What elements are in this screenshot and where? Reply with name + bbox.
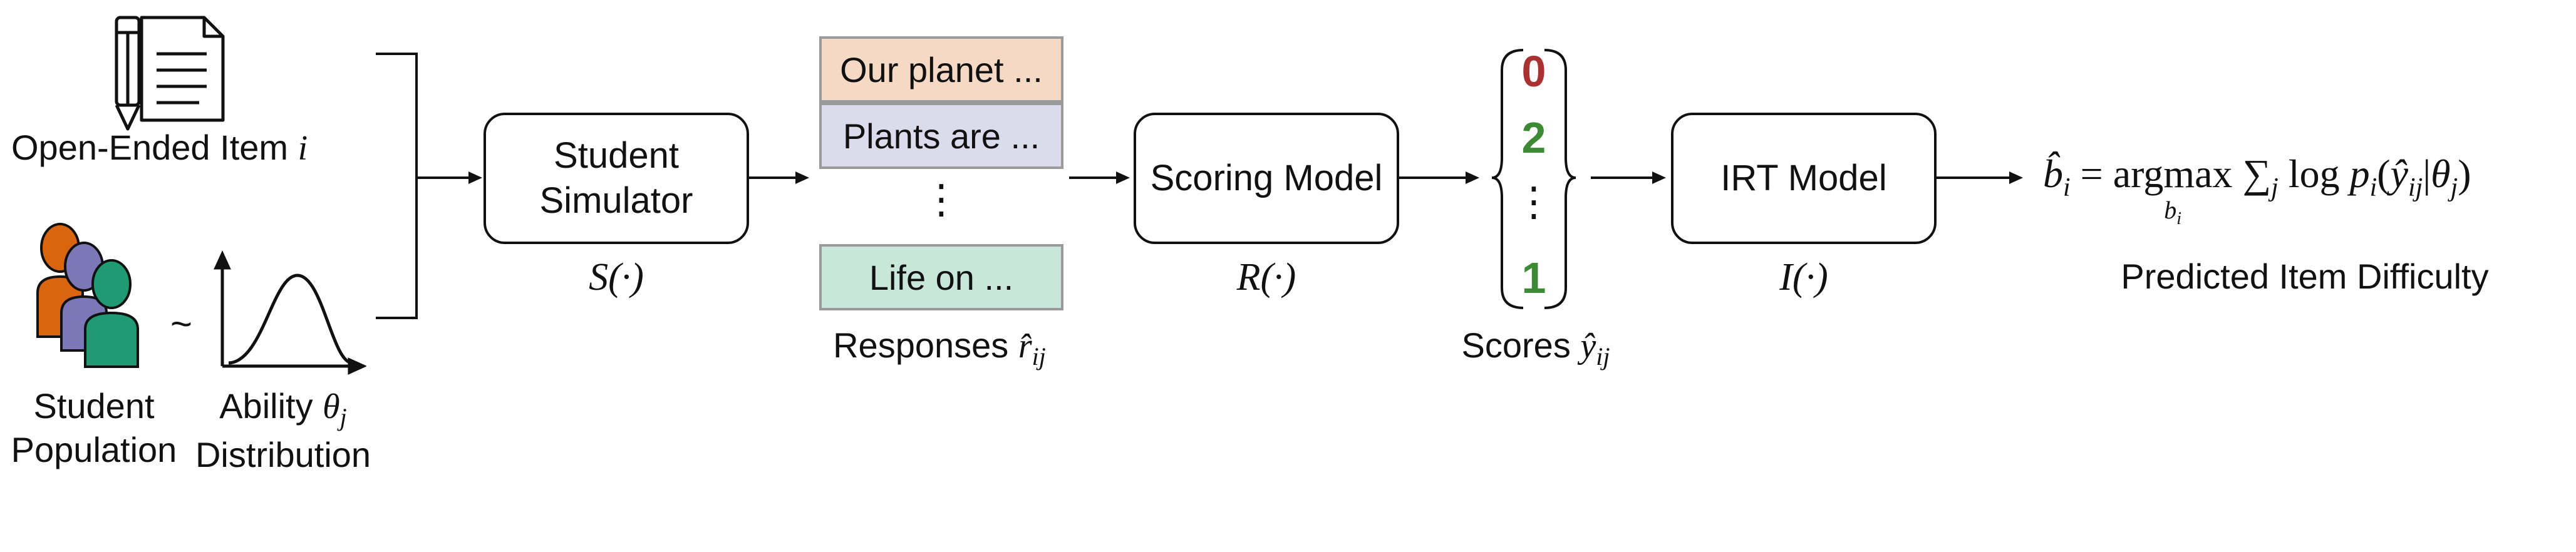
item-variable: i bbox=[297, 129, 308, 168]
formula-argmax: argmax bi bbox=[2113, 151, 2233, 228]
population-label-line2: Population bbox=[11, 430, 177, 469]
scoring-symbol: R(·) bbox=[1236, 256, 1296, 299]
simulator-label-line2: Simulator bbox=[539, 180, 693, 221]
student-simulator-box: Student Simulator bbox=[484, 113, 749, 244]
pencil-icon bbox=[115, 16, 141, 131]
formula-bar: | bbox=[2423, 151, 2431, 196]
formula-argmax-text: argmax bbox=[2113, 151, 2233, 196]
score-value-1: 0 bbox=[1521, 47, 1546, 96]
scoring-model-box: Scoring Model bbox=[1134, 113, 1399, 244]
predicted-difficulty-caption: Predicted Item Difficulty bbox=[2121, 257, 2489, 296]
formula-y-subscript: ij bbox=[2408, 173, 2423, 202]
response-text-2: Plants are ... bbox=[842, 116, 1040, 156]
responses-variable: r̂ bbox=[1018, 327, 1032, 365]
scores-variable-subscript: ij bbox=[1596, 342, 1610, 371]
responses-caption: Responses r̂ij bbox=[833, 328, 1046, 369]
formula-theta: θ bbox=[2431, 151, 2451, 196]
ability-variable: θ bbox=[323, 387, 340, 426]
scores-ellipsis: ⋮ bbox=[1514, 179, 1554, 224]
scores-brace-right bbox=[1544, 49, 1576, 309]
simulator-label-line1: Student bbox=[554, 135, 679, 176]
ability-distribution-icon bbox=[214, 250, 366, 375]
merge-bracket bbox=[376, 53, 418, 319]
irt-model-box: IRT Model bbox=[1671, 113, 1937, 244]
argmax-sub-i: i bbox=[2176, 209, 2182, 228]
response-box-1: Our planet ... bbox=[819, 36, 1063, 103]
scores-brace-left bbox=[1491, 49, 1524, 309]
open-ended-item-label: Open-Ended Item i bbox=[11, 130, 308, 166]
formula-b-hat: b̂ bbox=[2043, 151, 2063, 196]
scores-caption-text: Scores bbox=[1461, 325, 1571, 365]
irt-symbol: I(·) bbox=[1779, 256, 1828, 299]
simulator-symbol: S(·) bbox=[589, 256, 644, 299]
difficulty-formula: b̂i = argmax bi ∑j log pi(ŷij|θj) bbox=[2043, 151, 2471, 228]
responses-ellipsis: ⋮ bbox=[921, 176, 961, 222]
formula-argmax-subscript: bi bbox=[2164, 198, 2181, 228]
formula-b-subscript: i bbox=[2063, 173, 2071, 202]
score-value-3: 1 bbox=[1521, 253, 1546, 302]
formula-p-subscript: i bbox=[2369, 173, 2377, 202]
tilde-symbol: ~ bbox=[170, 303, 193, 345]
population-label-line1: Student bbox=[33, 386, 155, 426]
responses-variable-subscript: ij bbox=[1032, 342, 1046, 371]
ability-distribution-label: Ability θj Distribution bbox=[195, 384, 371, 477]
scores-caption: Scores ŷij bbox=[1462, 328, 1610, 369]
irt-model-label: IRT Model bbox=[1720, 157, 1887, 198]
formula-sum-subscript: j bbox=[2271, 173, 2279, 202]
formula-equals: = bbox=[2080, 151, 2103, 196]
score-value-2: 2 bbox=[1521, 113, 1546, 162]
formula-paren-open: ( bbox=[2377, 151, 2391, 196]
ability-variable-subscript: j bbox=[339, 403, 347, 432]
student-population-icon bbox=[36, 223, 139, 368]
response-text-3: Life on ... bbox=[869, 257, 1014, 297]
formula-y-hat: ŷ bbox=[2390, 151, 2408, 196]
responses-caption-text: Responses bbox=[833, 325, 1009, 365]
response-text-1: Our planet ... bbox=[840, 49, 1043, 89]
scores-variable: ŷ bbox=[1580, 327, 1596, 365]
formula-theta-subscript: j bbox=[2450, 173, 2458, 202]
ability-label-line1: Ability bbox=[219, 386, 313, 426]
formula-log: log bbox=[2288, 151, 2340, 196]
item-label-text: Open-Ended Item bbox=[11, 128, 289, 167]
student-population-label: Student Population bbox=[11, 384, 177, 472]
formula-p: p bbox=[2349, 151, 2370, 196]
formula-paren-close: ) bbox=[2458, 151, 2471, 196]
argmax-sub-b: b bbox=[2164, 196, 2177, 224]
ability-label-line2: Distribution bbox=[195, 435, 371, 475]
response-box-2: Plants are ... bbox=[819, 103, 1063, 169]
response-box-3: Life on ... bbox=[819, 244, 1063, 310]
formula-sum: ∑ bbox=[2242, 151, 2272, 196]
document-icon bbox=[140, 16, 225, 122]
scoring-model-label: Scoring Model bbox=[1150, 157, 1383, 198]
